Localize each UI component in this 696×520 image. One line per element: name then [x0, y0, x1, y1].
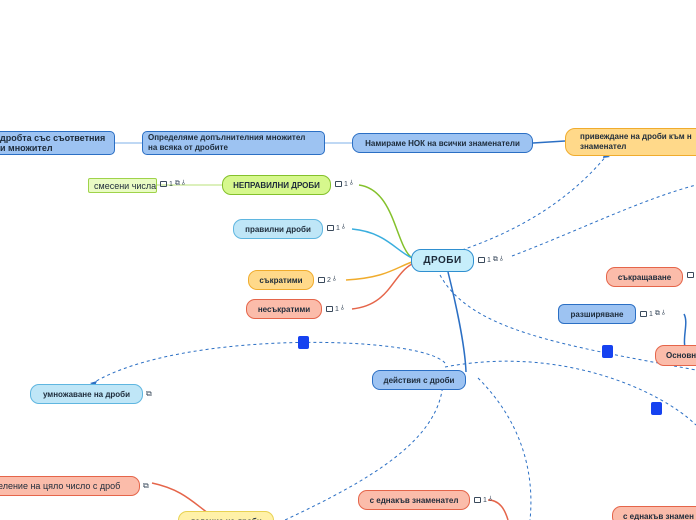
- external-link-icon: ⧉: [492, 256, 498, 263]
- badge-count: 2: [327, 276, 331, 284]
- attachment-icon: ⫰: [181, 180, 185, 187]
- badge-count: 1: [335, 305, 339, 313]
- comment-icon: [478, 257, 485, 263]
- attachment-icon: ⫰: [488, 496, 492, 503]
- root-node-fractions[interactable]: ДРОБИ: [411, 249, 474, 272]
- attachment-icon: ⫰: [499, 256, 503, 263]
- node-basic[interactable]: Основн: [655, 345, 696, 366]
- relationship-handle[interactable]: [602, 345, 613, 358]
- comment-icon: [160, 181, 167, 187]
- node-find-lcd[interactable]: Намираме НОК на всички знаменатели: [352, 133, 533, 153]
- node-irreducible[interactable]: несъкратими: [246, 299, 322, 319]
- external-link-icon: ⧉: [174, 180, 180, 187]
- node-integer-division[interactable]: еление на цяло число с дроб: [0, 476, 140, 496]
- badge-count: 1: [344, 180, 348, 188]
- comment-icon: [687, 272, 694, 278]
- comment-icon: [318, 277, 325, 283]
- badge-count: 1: [649, 310, 653, 318]
- external-link-icon: ⧉: [654, 310, 660, 317]
- node-same-denominator[interactable]: с еднакъв знаменател: [358, 490, 470, 510]
- node-expansion[interactable]: разширяване: [558, 304, 636, 324]
- attachment-icon: ⫰: [349, 180, 353, 187]
- node-division[interactable]: деление на дроби: [178, 511, 274, 520]
- expansion-badge[interactable]: 1 ⧉ ⫰: [640, 310, 665, 318]
- comment-icon: [474, 497, 481, 503]
- reducible-badge[interactable]: 2 ⫰: [318, 276, 336, 284]
- improper-badge[interactable]: 1 ⫰: [335, 180, 353, 188]
- comment-icon: [640, 311, 647, 317]
- comment-icon: [327, 225, 334, 231]
- badge-count: 1: [169, 180, 173, 188]
- attachment-icon: ⫰: [332, 276, 336, 283]
- node-mixed-numbers[interactable]: смесени числа: [88, 178, 157, 193]
- relationship-handle[interactable]: [651, 402, 662, 415]
- irreducible-badge[interactable]: 1 ⫰: [326, 305, 344, 313]
- badge-count: 1: [336, 224, 340, 232]
- same-denominator-badge[interactable]: 1 ⫰: [474, 496, 492, 504]
- node-same-denominator-right[interactable]: с еднакъв знамен: [612, 506, 696, 520]
- mixed-numbers-badge[interactable]: 1 ⧉ ⫰: [160, 180, 185, 188]
- comment-icon: [326, 306, 333, 312]
- reduction-badge[interactable]: [687, 272, 694, 278]
- attachment-icon: ⫰: [661, 310, 665, 317]
- relationship-handle[interactable]: [298, 336, 309, 349]
- badge-count: 1: [487, 256, 491, 264]
- node-multiplication[interactable]: умножаване на дроби: [30, 384, 143, 404]
- comment-icon: [335, 181, 342, 187]
- attachment-icon: ⫰: [340, 305, 344, 312]
- node-reducible[interactable]: съкратими: [248, 270, 314, 290]
- root-badge[interactable]: 1 ⧉ ⫰: [478, 256, 503, 264]
- node-improper-fractions[interactable]: НЕПРАВИЛНИ ДРОБИ: [222, 175, 331, 195]
- integer-division-link-icon[interactable]: ⧉: [143, 481, 149, 490]
- attachment-icon: ⫰: [341, 224, 345, 231]
- node-operations[interactable]: действия с дроби: [372, 370, 466, 390]
- multiplication-link-icon[interactable]: ⧉: [146, 389, 152, 398]
- proper-badge[interactable]: 1 ⫰: [327, 224, 345, 232]
- node-reduction[interactable]: съкращаване: [606, 267, 683, 287]
- node-proper-fractions[interactable]: правилни дроби: [233, 219, 323, 239]
- badge-count: 1: [483, 496, 487, 504]
